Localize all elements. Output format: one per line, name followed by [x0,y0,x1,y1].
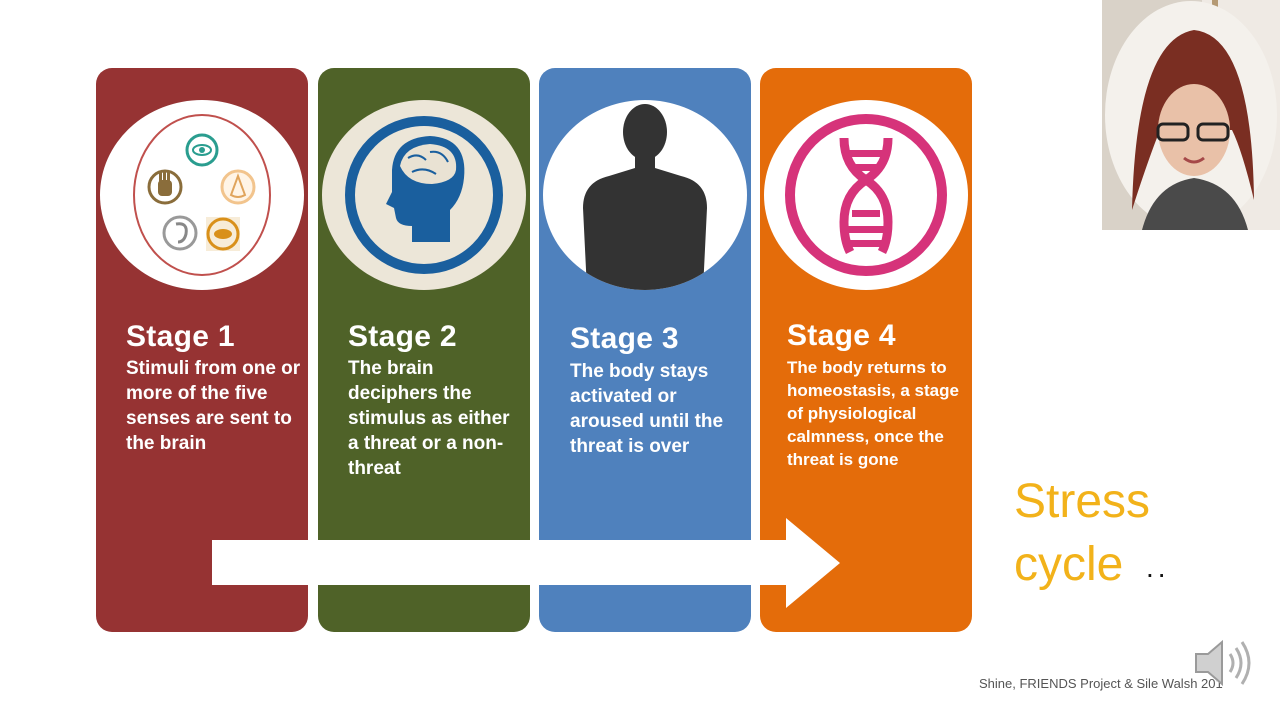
body-silhouette-icon [543,100,747,290]
dna-icon [764,100,968,290]
stage-2-card: Stage 2 The brain deciphers the stimulus… [318,68,530,632]
stress-heading-dots: .. [1146,552,1170,583]
speaker-icon[interactable] [1192,632,1258,694]
stage-description: The body returns to homeostasis, a stage… [787,358,959,469]
stress-heading-line1: Stress [1014,475,1151,528]
right-arrow-icon [212,518,840,608]
stress-heading-line2: cycle [1014,538,1124,591]
stage-description: The brain deciphers the stimulus as eith… [348,358,510,479]
brain-head-icon [322,100,526,290]
stage-title: Stage 4 [787,319,896,352]
five-senses-icon [100,100,304,290]
credit-text: Shine, FRIENDS Project & Sile Walsh 201 [979,676,1223,691]
stage-title: Stage 3 [570,322,679,355]
stage-title: Stage 1 [126,320,235,353]
stage-description: Stimuli from one or more of the five sen… [126,358,301,454]
stage-title: Stage 2 [348,320,457,353]
stage-3-card: Stage 3 The body stays activated or arou… [539,68,751,632]
stage-description: The body stays activated or aroused unti… [570,361,724,457]
presenter-video [1102,0,1280,230]
stage-1-card: Stage 1 Stimuli from one or more of the … [96,68,308,632]
